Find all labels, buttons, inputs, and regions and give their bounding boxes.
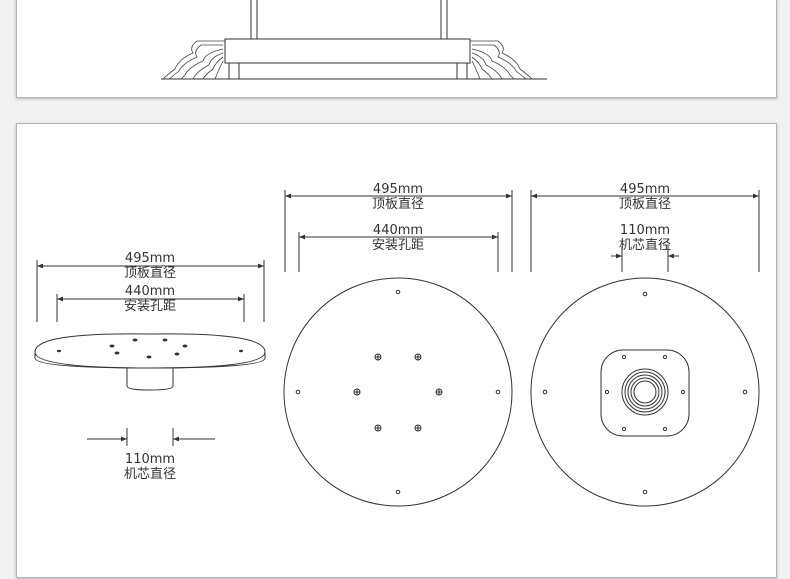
left-foot-ornament — [162, 40, 225, 80]
mid-top-plate-value: 495mm — [373, 182, 423, 197]
top-panel — [16, 0, 777, 98]
right-core-rings — [621, 368, 669, 416]
technical-drawing: 495mm 顶板直径 440mm 安装孔距 — [34, 182, 760, 507]
side-core-cylinder — [126, 368, 174, 391]
side-top-plate-text: 顶板直径 — [124, 266, 176, 281]
bottom-view: 495mm 顶板直径 110mm 机芯直径 — [530, 182, 760, 507]
top-view: 495mm 顶板直径 440mm 安装孔距 — [283, 182, 513, 507]
right-top-plate-value: 495mm — [620, 182, 670, 197]
right-core-mount-plate — [600, 349, 690, 437]
side-core-text: 机芯直径 — [124, 467, 176, 482]
mid-perimeter-holes — [295, 289, 501, 495]
right-top-plate-circle — [530, 277, 760, 507]
mid-hole-distance-text: 安装孔距 — [372, 238, 424, 253]
side-core-value: 110mm — [125, 452, 175, 467]
pedestal-base-drawing — [161, 0, 547, 80]
right-core-plate-holes — [604, 354, 686, 432]
side-hole-distance-text: 安装孔距 — [124, 299, 176, 314]
right-top-plate-text: 顶板直径 — [619, 197, 671, 212]
mid-hole-distance-value: 440mm — [373, 223, 423, 238]
side-view: 495mm 顶板直径 440mm 安装孔距 — [34, 251, 266, 482]
mid-screw-holes — [353, 353, 443, 432]
mid-top-plate-text: 顶板直径 — [372, 197, 424, 212]
right-core-text: 机芯直径 — [619, 238, 671, 253]
side-top-plate-value: 495mm — [125, 251, 175, 266]
right-core-value: 110mm — [620, 223, 670, 238]
mid-top-plate-circle — [283, 277, 513, 507]
main-panel: 495mm 顶板直径 440mm 安装孔距 — [16, 123, 777, 578]
side-mount-holes — [57, 338, 243, 359]
side-top-plate-shape — [34, 333, 266, 369]
right-foot-ornament — [470, 40, 533, 80]
side-hole-distance-value: 440mm — [125, 284, 175, 299]
right-perimeter-holes — [542, 291, 748, 495]
